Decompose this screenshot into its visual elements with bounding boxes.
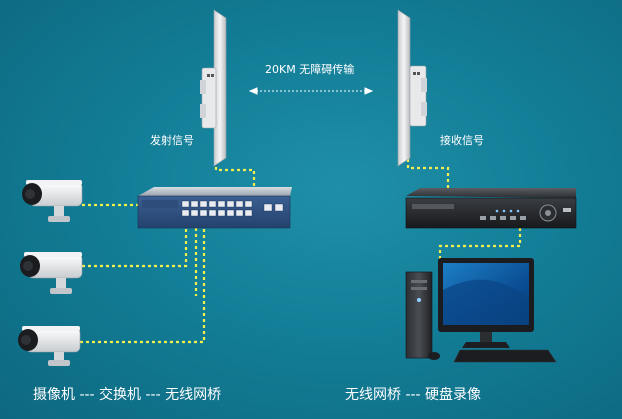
bullet-camera-2 (20, 252, 83, 294)
receive-signal-label: 接收信号 (440, 134, 484, 147)
wireless-bridge-left (200, 9, 227, 167)
link-distance-label: 20KM 无障碍传输 (265, 63, 355, 76)
network-switch (137, 187, 292, 229)
link-arrow (248, 87, 374, 95)
nvr-recorder (405, 188, 577, 229)
bullet-camera-1 (22, 180, 83, 222)
cable-camera3-switch (80, 228, 206, 344)
wireless-bridge-right (397, 9, 427, 167)
cable-bridge-right-nvr (406, 153, 450, 190)
left-caption: 摄像机 --- 交换机 --- 无线网桥 (33, 387, 222, 403)
desktop-computer (405, 258, 557, 363)
bullet-camera-3 (18, 326, 81, 366)
right-caption: 无线网桥 --- 硬盘录像 (345, 387, 482, 403)
cable-camera2-switch (82, 228, 188, 268)
transmit-signal-label: 发射信号 (150, 134, 194, 147)
